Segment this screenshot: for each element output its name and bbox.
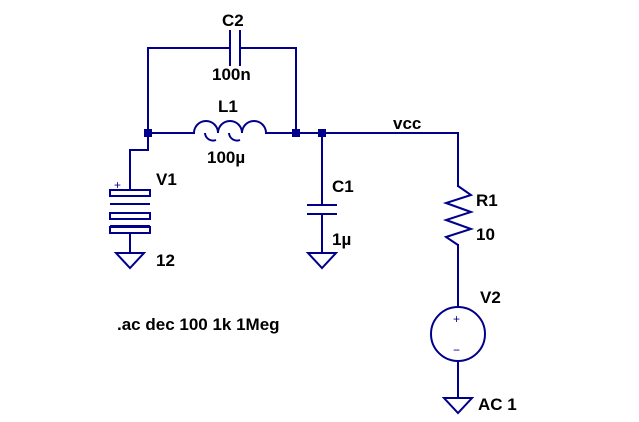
net-label-vcc: vcc [393,114,421,133]
c1-value-label: 1µ [332,230,351,249]
v2-plus-sign: + [453,312,460,326]
capacitor-c2[interactable] [229,30,241,66]
v1-value-label: 12 [156,251,175,270]
junction-right[interactable] [292,129,300,137]
wire-c2-left[interactable] [147,47,231,134]
wire-c2-right[interactable] [239,47,297,134]
v2-name-label: V2 [480,288,501,307]
c1-name-label: C1 [332,177,354,196]
ground-icon [113,252,147,270]
junction-c1[interactable] [318,129,326,137]
v2-value-label: AC 1 [478,395,517,414]
inductor-l1[interactable] [193,120,267,142]
c2-value-label: 100n [212,65,251,84]
v2-minus-sign: − [453,343,460,357]
wires [129,47,459,399]
voltage-source-v2[interactable] [430,306,486,362]
l1-value-label: 100µ [207,148,245,167]
v1-name-label: V1 [156,170,177,189]
r1-value-label: 10 [476,225,495,244]
wire-vcc-net[interactable] [295,132,459,187]
spice-directive[interactable]: .ac dec 100 1k 1Meg [117,315,280,334]
capacitor-c1[interactable] [307,204,337,215]
wire-v1-top[interactable] [129,132,149,191]
ground-icon [441,397,475,415]
ground-icon [305,252,339,270]
v1-plus-sign: + [114,178,121,192]
battery-v1[interactable] [109,189,151,234]
c2-name-label: C2 [222,11,244,30]
r1-name-label: R1 [476,191,498,210]
resistor-r1[interactable] [442,185,475,246]
junctions [144,129,326,137]
l1-name-label: L1 [218,97,238,116]
junction-left[interactable] [144,129,152,137]
